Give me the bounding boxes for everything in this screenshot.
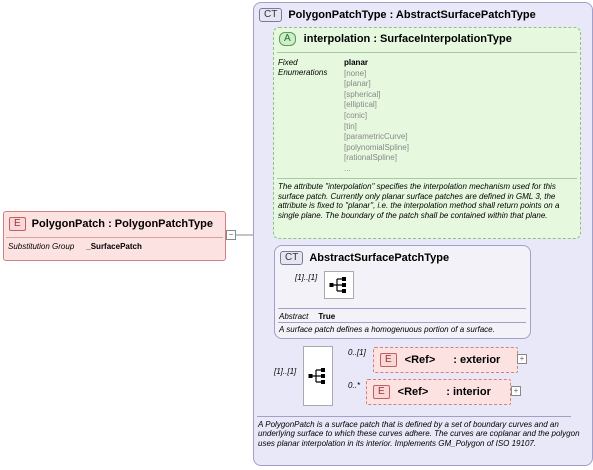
interior-element[interactable]: E <Ref> : interior	[366, 379, 511, 405]
sequence-icon[interactable]	[324, 271, 354, 299]
base-type-box[interactable]: CT AbstractSurfacePatchType [1]..[1] Abs…	[274, 245, 531, 339]
enum-item: [parametricCurve]	[344, 132, 408, 142]
enum-item: [conic]	[344, 110, 368, 120]
element-title: PolygonPatch : PolygonPatchType	[31, 218, 213, 230]
attribute-description: The attribute "interpolation" specifies …	[278, 182, 560, 220]
interior-expand-toggle[interactable]: +	[511, 386, 521, 396]
exterior-expand-toggle[interactable]: +	[517, 354, 527, 364]
sequence-multiplicity: [1]..[1]	[274, 367, 297, 376]
exterior-ref: <Ref>	[404, 354, 436, 366]
enum-item: ...	[344, 163, 351, 173]
base-type-badge: CT	[280, 251, 304, 265]
complex-type-title: PolygonPatchType : AbstractSurfacePatchT…	[288, 9, 536, 21]
interior-multiplicity: 0..*	[348, 381, 361, 390]
interior-badge: E	[373, 385, 390, 399]
base-type-title: AbstractSurfacePatchType	[309, 252, 450, 264]
exterior-element[interactable]: E <Ref> : exterior	[373, 347, 518, 373]
fixed-label: Fixed	[278, 58, 298, 67]
base-type-description: A surface patch defines a homogenuous po…	[279, 325, 495, 334]
enum-item: [spherical]	[344, 89, 381, 99]
fixed-value: planar	[344, 58, 369, 67]
enum-item: [rationalSpline]	[344, 153, 397, 163]
abstract-value: True	[318, 312, 336, 321]
exterior-name: : exterior	[453, 354, 501, 366]
sequence-compositor[interactable]	[303, 346, 333, 406]
interior-ref: <Ref>	[397, 386, 429, 398]
attribute-box[interactable]: A interpolation : SurfaceInterpolationTy…	[273, 27, 581, 239]
exterior-badge: E	[380, 353, 397, 367]
abstract-label: Abstract	[279, 312, 309, 321]
enum-item: [planar]	[344, 79, 371, 89]
expand-toggle[interactable]: −	[226, 230, 236, 240]
element-box[interactable]: E PolygonPatch : PolygonPatchType Substi…	[3, 211, 226, 261]
element-badge: E	[9, 217, 26, 231]
substitution-group-label: Substitution Group	[8, 242, 75, 251]
attribute-title: interpolation : SurfaceInterpolationType	[303, 33, 512, 45]
complex-type-badge: CT	[259, 8, 283, 22]
enumerations-label: Enumerations	[278, 68, 328, 77]
interior-name: : interior	[446, 386, 491, 398]
enum-item: [tin]	[344, 121, 357, 131]
exterior-multiplicity: 0..[1]	[348, 348, 366, 357]
substitution-group-value: _SurfacePatch	[86, 242, 142, 251]
attribute-badge: A	[279, 32, 296, 46]
enum-item: [polynomialSpline]	[344, 142, 409, 152]
type-description: A PolygonPatch is a surface patch that i…	[258, 420, 580, 448]
enum-item: [elliptical]	[344, 100, 377, 110]
complex-type-box[interactable]: CT PolygonPatchType : AbstractSurfacePat…	[253, 2, 593, 466]
enum-item: [none]	[344, 68, 367, 78]
base-type-multiplicity: [1]..[1]	[295, 273, 318, 282]
